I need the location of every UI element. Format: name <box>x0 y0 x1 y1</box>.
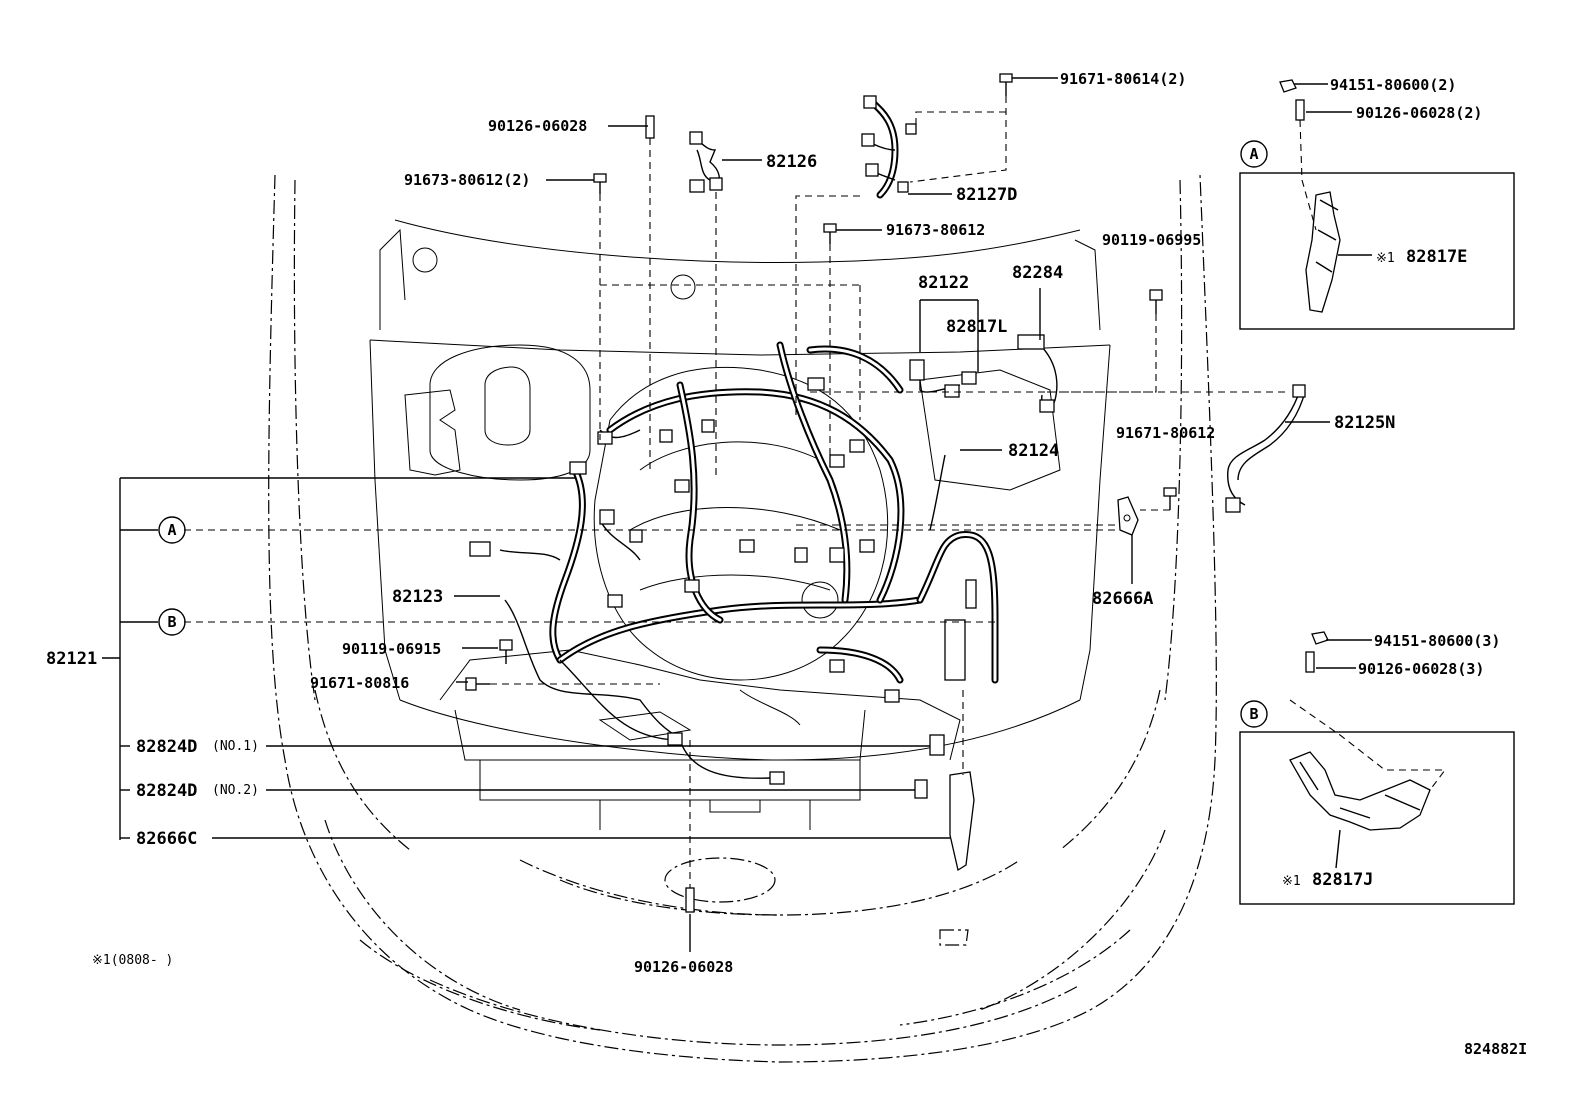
part-labels: 91671-80614(2) 94151-80600(2) 90126-0602… <box>46 70 1527 1058</box>
sub-harness-82127D <box>861 95 917 199</box>
bolt-91673-80612-2 <box>593 173 607 194</box>
bolt-90119-06915 <box>499 639 513 664</box>
label-82126: 82126 <box>766 152 817 172</box>
label-90126-06028-3: 90126-06028(3) <box>1358 660 1484 678</box>
leader-lines <box>102 77 1372 952</box>
label-90126-06028-2: 90126-06028(2) <box>1356 104 1482 122</box>
callout-b-left-text: B <box>167 613 176 631</box>
label-82824D-no1-note: (NO.1) <box>212 739 259 754</box>
engine-bay-outline <box>369 219 1111 830</box>
callout-a-left: A <box>158 516 186 544</box>
label-82817E: 82817E <box>1406 247 1467 267</box>
label-82666A: 82666A <box>1092 589 1153 609</box>
sub-harness-82126 <box>689 131 723 193</box>
bolt-91671-80612 <box>1163 487 1177 510</box>
detail-box-b <box>1239 699 1515 905</box>
label-90126-06028-bottom: 90126-06028 <box>634 958 733 976</box>
stud-90126-06028-a <box>1295 99 1305 121</box>
bolt-90119-06995 <box>1149 289 1163 314</box>
label-82824D-no1: 82824D <box>136 737 197 757</box>
vehicle-body-outline <box>268 174 1217 1063</box>
label-91671-80614: 91671-80614(2) <box>1060 70 1186 88</box>
bolt-91671-80614 <box>999 73 1013 96</box>
label-82122: 82122 <box>918 273 969 293</box>
label-82127D: 82127D <box>956 185 1017 205</box>
label-90126-06028-top: 90126-06028 <box>488 117 587 135</box>
label-82817L: 82817L <box>946 317 1007 337</box>
diagram-id: 824882I <box>1464 1040 1527 1058</box>
ref-mark-82817J: ※1 <box>1282 874 1301 889</box>
callout-a-detail-text: A <box>1249 145 1258 163</box>
label-82284: 82284 <box>1012 263 1063 283</box>
stud-90126-06028-top <box>645 115 655 139</box>
label-82824D-no2: 82824D <box>136 781 197 801</box>
harness-connectors <box>469 334 1055 872</box>
nut-94151-80600-a <box>1279 79 1297 93</box>
label-82121: 82121 <box>46 649 97 669</box>
label-91671-80612: 91671-80612 <box>1116 424 1215 442</box>
callout-a-detail: A <box>1240 140 1268 168</box>
label-94151-80600-2: 94151-80600(2) <box>1330 76 1456 94</box>
label-82666C: 82666C <box>136 829 197 849</box>
callout-b-detail-text: B <box>1249 705 1258 723</box>
label-82123: 82123 <box>392 587 443 607</box>
label-82817J: 82817J <box>1312 870 1373 890</box>
main-wire-harness <box>499 341 1058 779</box>
footnote: ※1(0808- ) <box>92 953 173 968</box>
label-91673-80612-2: 91673-80612(2) <box>404 171 530 189</box>
bracket-82666A <box>1117 496 1139 536</box>
label-91673-80612: 91673-80612 <box>886 221 985 239</box>
dashed-guide-lines <box>184 96 1290 888</box>
nut-94151-80600-b <box>1311 631 1329 645</box>
label-91671-80816: 91671-80816 <box>310 674 409 692</box>
label-90119-06915: 90119-06915 <box>342 640 441 658</box>
detail-box-a <box>1239 119 1515 330</box>
stud-90126-06028-b <box>1305 651 1315 673</box>
stud-90126-06028-bottom <box>685 887 695 913</box>
ref-mark-82817E: ※1 <box>1376 251 1395 266</box>
callout-b-left: B <box>158 608 186 636</box>
callout-b-detail: B <box>1240 700 1268 728</box>
callout-a-left-text: A <box>167 521 176 539</box>
label-82125N: 82125N <box>1334 413 1395 433</box>
label-82824D-no2-note: (NO.2) <box>212 783 259 798</box>
label-82124: 82124 <box>1008 441 1059 461</box>
bolt-91671-80816 <box>465 677 490 691</box>
bolt-91673-80612 <box>823 223 837 244</box>
sub-harness-82125N <box>1225 384 1306 513</box>
label-94151-80600-3: 94151-80600(3) <box>1374 632 1500 650</box>
label-90119-06995: 90119-06995 <box>1102 231 1201 249</box>
